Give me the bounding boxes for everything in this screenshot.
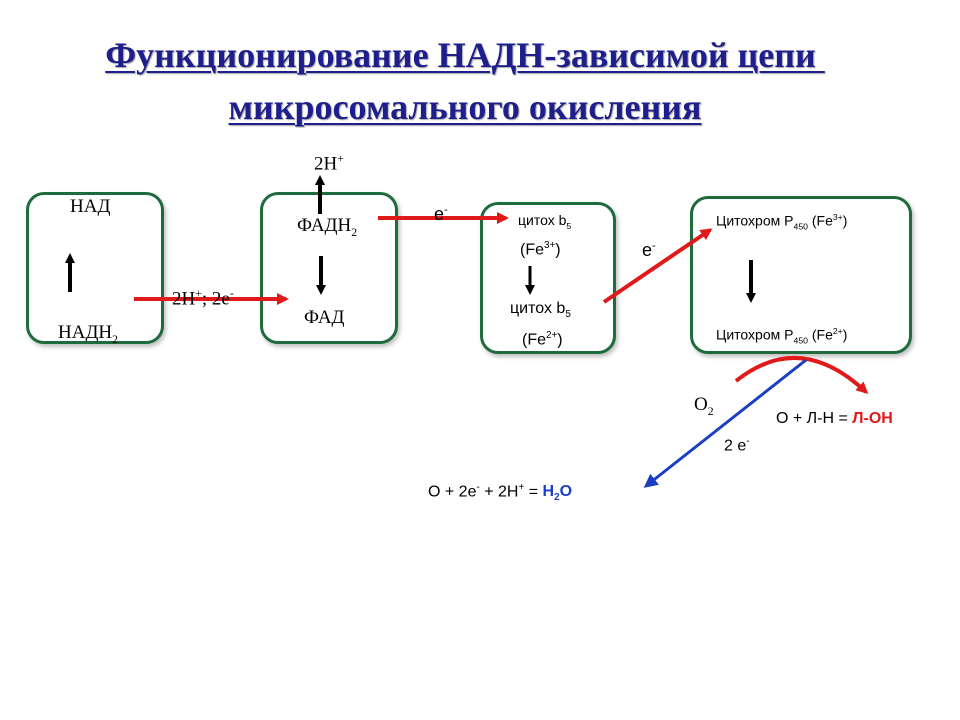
nadh-label: НАДН2 bbox=[58, 322, 119, 346]
nad-box bbox=[26, 192, 164, 344]
transfer-label-protons-electrons: 2Н+; 2е- bbox=[172, 287, 234, 310]
fad-label: ФАД bbox=[304, 307, 345, 328]
cyt-b5-fe3-label: (Fe3+) bbox=[520, 240, 561, 259]
hydroxylated-product: Л-ОН bbox=[852, 410, 893, 427]
transfer-label-electron-1: е- bbox=[434, 204, 448, 224]
two-electrons-label: 2 е- bbox=[724, 436, 750, 455]
title-line-1: Функционирование НАДН-зависимой цепи bbox=[105, 35, 825, 75]
oxygen-label: О2 bbox=[694, 394, 714, 418]
p450-oxidized-label: Цитохром Р450 (Fe3+) bbox=[716, 212, 848, 232]
oxygen-to-water-arrow bbox=[643, 358, 807, 488]
hydroxylation-curve-arrow bbox=[734, 355, 869, 395]
title-line-2: микросомального окисления bbox=[228, 87, 702, 127]
water-product: Н2О bbox=[542, 483, 573, 504]
cyt-b5-oxidized-label: цитох b5 bbox=[518, 212, 572, 231]
cytochrome-p450-box bbox=[690, 196, 912, 354]
nad-label: НАД bbox=[70, 196, 111, 217]
transfer-label-electron-2: е- bbox=[642, 240, 656, 260]
hydroxylation-equation: О + Л-Н = Л-ОН bbox=[776, 410, 893, 427]
transfer-arrow-b5-to-p450 bbox=[602, 228, 713, 304]
proton-label: 2Н+ bbox=[314, 152, 344, 175]
fadh2-label: ФАДН2 bbox=[297, 215, 358, 239]
fad-box bbox=[260, 192, 398, 344]
p450-reduced-label: Цитохром Р450 (Fe2+) bbox=[716, 326, 848, 346]
cytochrome-b5-box bbox=[480, 202, 616, 354]
cyt-b5-reduced-label: цитох b5 bbox=[510, 300, 571, 321]
cyt-b5-fe2-label: (Fe2+) bbox=[522, 330, 563, 349]
water-equation: О + 2е- + 2Н+ = Н2О bbox=[428, 482, 573, 504]
